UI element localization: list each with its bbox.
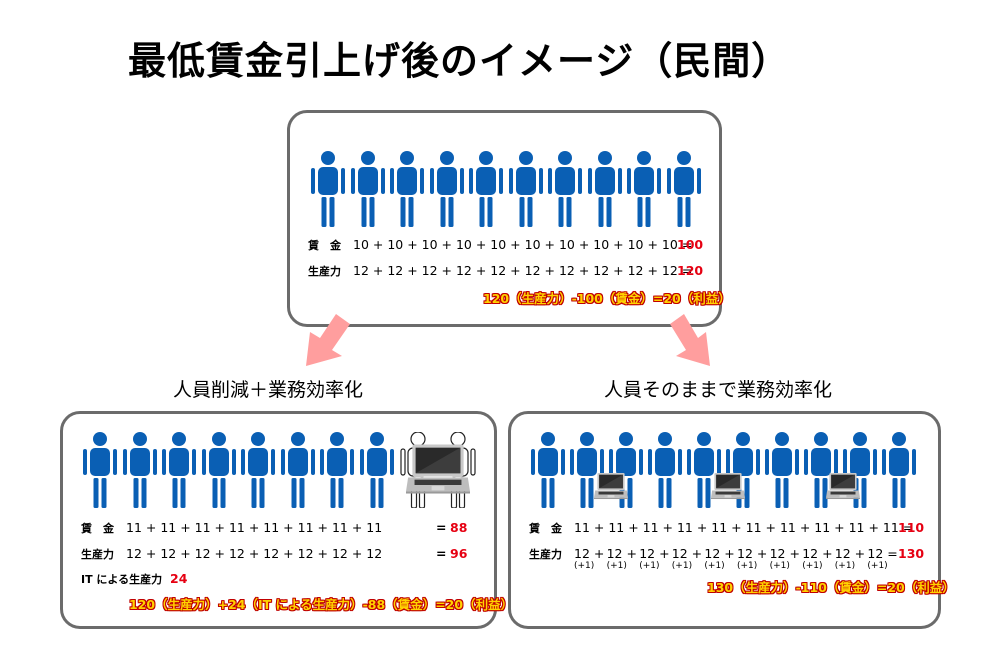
arrow-down-right-icon (670, 314, 710, 366)
productivity-term: 12 + (769, 546, 800, 561)
profit-formula: 120（生産力）+24（IT による生産力）-88（賃金）=20（利益） (129, 597, 514, 612)
person-icon (161, 432, 197, 508)
wage-label: 賃 金 (81, 522, 114, 535)
productivity-increment: (+1) (834, 561, 856, 571)
person-icon (587, 151, 623, 227)
person-icon (508, 151, 544, 227)
person-icon (310, 151, 346, 227)
productivity-term: 12 + (639, 546, 670, 561)
person-icon (881, 432, 917, 508)
person-icon (626, 151, 662, 227)
productivity-term: 12 + (606, 546, 637, 561)
productivity-label: 生産力 (308, 265, 341, 278)
productivity-label: 生産力 (81, 548, 114, 561)
profit-formula: 120（生産力）-100（賃金）=20（利益） (483, 291, 731, 306)
person-icon (240, 432, 276, 508)
productivity-increment: (+1) (802, 561, 823, 571)
wage-label: 賃 金 (529, 522, 562, 535)
person-icon (201, 432, 237, 508)
person-icon (82, 432, 118, 508)
laptop-icon (594, 472, 628, 500)
productivity-total: 130 (898, 546, 925, 561)
productivity-increment: (+1) (737, 561, 758, 571)
productivity-term: 12 + (671, 546, 703, 561)
productivity-increment: (+1) (574, 561, 595, 571)
productivity-term: 12 + (574, 546, 605, 561)
wage-equals: = (436, 520, 447, 535)
productivity-increment: (+1) (606, 561, 627, 571)
productivity-total: 96 (450, 546, 468, 561)
person-icon (468, 151, 504, 227)
productivity-increment: (+1) (867, 561, 888, 571)
person-icon (429, 151, 465, 227)
productivity-label: 生産力 (529, 548, 562, 561)
current-state-panel: 賃 金 10 + 10 + 10 + 10 + 10 + 10 + 10 + 1… (287, 110, 731, 327)
person-icon (547, 151, 583, 227)
wage-total: 110 (898, 520, 925, 535)
productivity-expression: 12 + 12 + 12 + 12 + 12 + 12 + 12 + 12 (126, 546, 383, 561)
productivity-increment: (+1) (639, 561, 660, 571)
productivity-term: 12 + (704, 546, 735, 561)
productivity-term: 12 + (834, 546, 866, 561)
left-scenario-heading: 人員削減＋業務効率化 (173, 379, 364, 401)
staff-reduction-panel: 賃 金 11 + 11 + 11 + 11 + 11 + 11 + 11 + 1… (60, 411, 513, 629)
laptop-icon (711, 472, 745, 500)
productivity-increment: (+1) (671, 561, 693, 571)
productivity-increment: (+1) (704, 561, 725, 571)
productivity-term: 12 + (802, 546, 833, 561)
productivity-total: 120 (677, 263, 704, 278)
person-icon (666, 151, 702, 227)
person-icon (122, 432, 158, 508)
wage-expression: 10 + 10 + 10 + 10 + 10 + 10 + 10 + 10 + … (353, 237, 693, 252)
person-icon (350, 151, 386, 227)
arrow-down-left-icon (306, 314, 350, 366)
person-icon (280, 432, 316, 508)
laptop-icon (826, 472, 860, 500)
wage-expression: 11 + 11 + 11 + 11 + 11 + 11 + 11 + 11 (126, 520, 383, 535)
wage-label: 賃 金 (308, 239, 341, 252)
productivity-term: 12 = (867, 546, 898, 561)
same-staff-panel: 賃 金 11 + 11 + 11 + 11 + 11 + 11 + 11 + 1… (508, 411, 955, 629)
wage-total: 88 (450, 520, 468, 535)
it-productivity-label: IT による生産力 (81, 573, 163, 586)
person-icon (647, 432, 683, 508)
productivity-expression: 12 + 12 + 12 + 12 + 12 + 12 + 12 + 12 + … (353, 263, 693, 278)
person-icon (319, 432, 355, 508)
productivity-increment: (+1) (769, 561, 790, 571)
person-icon (359, 432, 395, 508)
person-icon (389, 151, 425, 227)
laptop-icon (406, 444, 470, 494)
productivity-equals: = (436, 546, 447, 561)
it-productivity-value: 24 (170, 571, 188, 586)
person-icon (530, 432, 566, 508)
right-scenario-heading: 人員そのままで業務効率化 (604, 379, 833, 401)
profit-formula: 130（生産力）-110（賃金）=20（利益） (707, 580, 955, 595)
wage-expression: 11 + 11 + 11 + 11 + 11 + 11 + 11 + 11 + … (574, 520, 914, 535)
page-title: 最低賃金引上げ後のイメージ（民間） (128, 39, 791, 83)
wage-total: 100 (677, 237, 704, 252)
person-icon (764, 432, 800, 508)
productivity-term: 12 + (737, 546, 768, 561)
